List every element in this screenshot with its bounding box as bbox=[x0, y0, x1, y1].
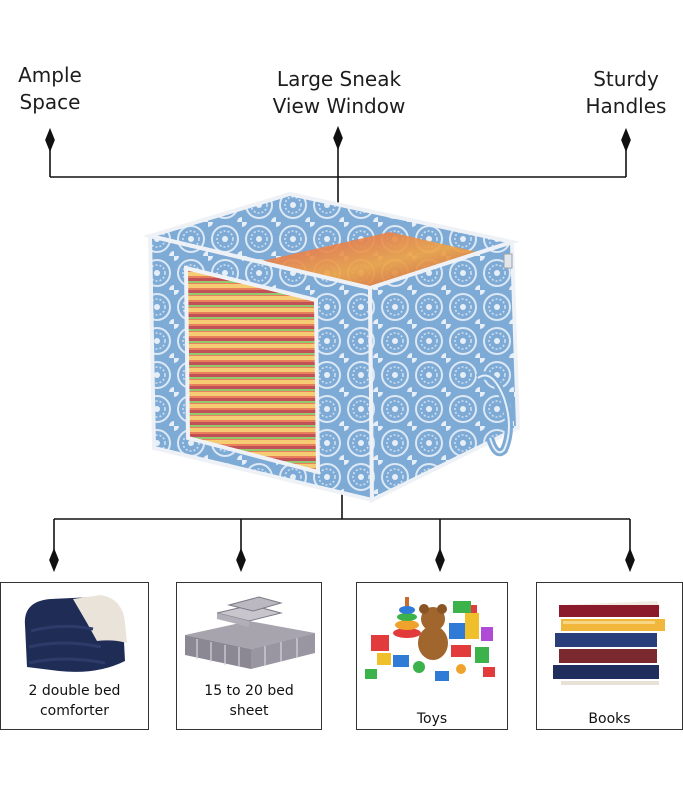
use-case-bedsheet: 15 to 20 bed sheet bbox=[176, 582, 322, 730]
feature-label-line: Large Sneak bbox=[276, 67, 402, 91]
caption-line: 15 to 20 bed bbox=[204, 683, 294, 699]
feature-label-line: Handles bbox=[585, 94, 667, 118]
feature-label-line: Ample bbox=[18, 63, 82, 87]
comforter-icon bbox=[24, 595, 127, 672]
caption-line: Toys bbox=[416, 711, 448, 727]
caption-line: sheet bbox=[229, 703, 269, 719]
use-case-caption: 15 to 20 bed sheet bbox=[177, 681, 321, 721]
feature-label-line: Space bbox=[19, 90, 81, 114]
feature-sneak-view-window: Large Sneak View Window bbox=[264, 66, 414, 120]
use-case-caption: Toys bbox=[357, 709, 507, 729]
use-case-caption: 2 double bed comforter bbox=[1, 681, 148, 721]
feature-ample-space: Ample Space bbox=[8, 62, 92, 116]
toys-icon bbox=[365, 597, 495, 681]
caption-line: comforter bbox=[39, 703, 109, 719]
feature-sturdy-handles: Sturdy Handles bbox=[580, 66, 672, 120]
bedsheet-icon bbox=[185, 596, 315, 669]
caption-line: 2 double bed bbox=[28, 683, 121, 699]
use-case-caption: Books bbox=[537, 709, 682, 729]
caption-line: Books bbox=[588, 711, 631, 727]
use-case-toys: Toys bbox=[356, 582, 508, 730]
use-case-books: Books bbox=[536, 582, 683, 730]
feature-label-line: View Window bbox=[272, 94, 406, 118]
storage-bag-image bbox=[142, 191, 521, 504]
feature-label-line: Sturdy bbox=[593, 67, 659, 91]
use-case-comforter: 2 double bed comforter bbox=[0, 582, 149, 730]
books-icon bbox=[553, 601, 665, 685]
